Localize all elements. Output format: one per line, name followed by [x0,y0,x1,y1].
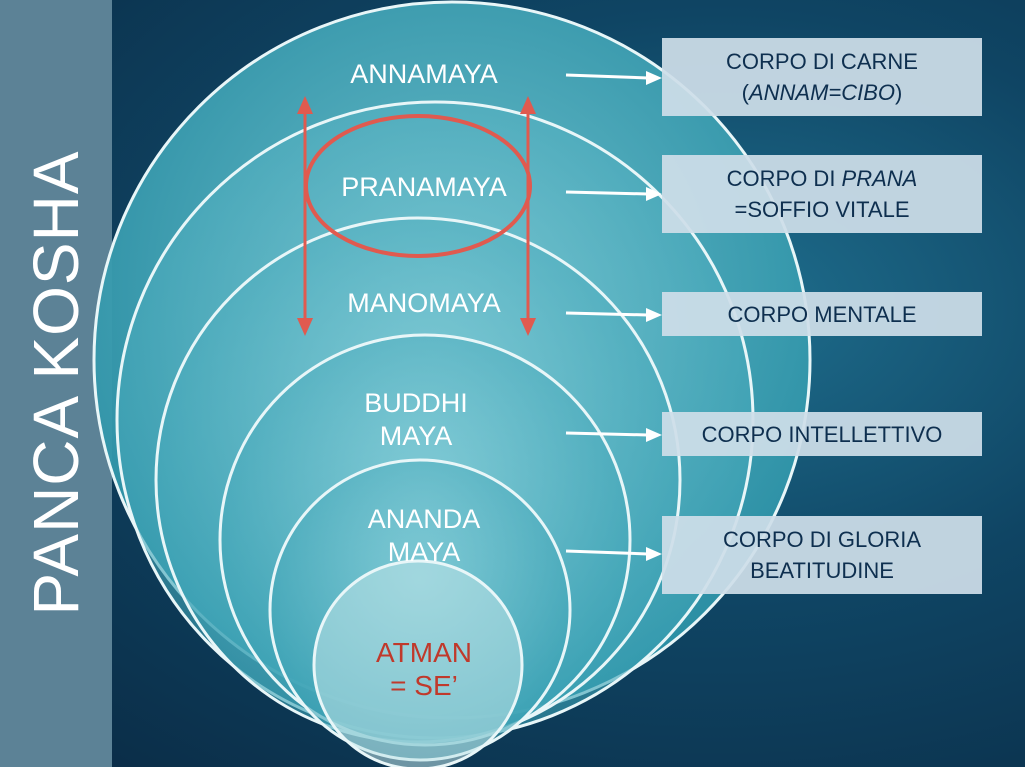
definition-box-annamaya: CORPO DI CARNE (ANNAM=CIBO) [662,38,982,116]
definition-box-manomaya: CORPO MENTALE [662,292,982,336]
definition-annamaya-line1: CORPO DI CARNE [726,49,918,74]
definition-buddhimaya-line1: CORPO INTELLETTIVO [701,421,943,447]
left-arrow-up-head [297,96,313,114]
definition-box-buddhimaya: CORPO INTELLETTIVO [662,412,982,456]
right-arrow-up-head [520,96,536,114]
layer-label-pranamaya: PRANAMAYA [341,172,507,202]
layer-label-atman-line1: ATMAN [376,637,472,668]
definition-box-anandamaya: CORPO DI GLORIA BEATITUDINE [662,516,982,594]
layer-label-buddhimaya-line2: MAYA [379,421,453,451]
layer-label-anandamaya-line2: MAYA [387,537,461,567]
layer-label-atman: ATMAN = SE’ [376,636,472,702]
left-arrow-down-head [297,318,313,336]
layer-circle-atman [312,559,524,767]
layer-label-anandamaya-line1: ANANDA [367,504,481,534]
definition-box-pranamaya: CORPO DI PRANA =SOFFIO VITALE [662,155,982,233]
definition-anandamaya-line1: CORPO DI GLORIA [722,527,922,552]
layer-label-buddhimaya: BUDDHI MAYA [364,387,468,453]
definition-pranamaya-line1: CORPO DI PRANA [726,166,918,191]
definition-anandamaya-line2: BEATITUDINE [750,558,894,583]
layer-label-anandamaya: ANANDA MAYA [368,503,481,569]
layer-label-manomaya: MANOMAYA [347,288,501,318]
right-arrow-down-head [520,318,536,336]
layer-label-atman-line2: = SE’ [390,670,458,701]
definition-pranamaya-line2: =SOFFIO VITALE [734,197,910,222]
layer-label-buddhimaya-line1: BUDDHI [364,388,468,418]
layer-label-annamaya: ANNAMAYA [350,59,498,89]
definition-annamaya-line2: (ANNAM=CIBO) [741,80,903,105]
definition-manomaya-line1: CORPO MENTALE [727,301,917,327]
connector-arrows [565,71,662,561]
